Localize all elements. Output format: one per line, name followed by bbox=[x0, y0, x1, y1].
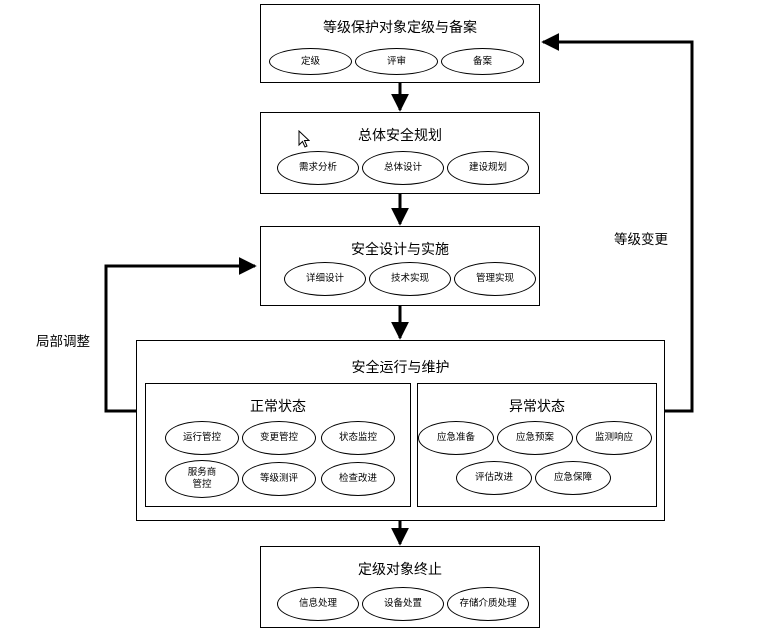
abnormal-state-item: 评估改进 bbox=[456, 461, 532, 495]
normal-state-item: 变更管控 bbox=[242, 421, 316, 455]
stage-implementation-item: 管理实现 bbox=[454, 262, 536, 296]
stage-planning-title: 总体安全规划 bbox=[358, 128, 442, 144]
stage-grading-item: 备案 bbox=[441, 48, 524, 75]
stage-termination-item: 信息处理 bbox=[277, 587, 359, 621]
normal-state-item: 运行管控 bbox=[165, 421, 239, 455]
stage-operation-box: 安全运行与维护 正常状态 运行管控 变更管控 状态监控 服务商 管控 等级测评 … bbox=[136, 340, 665, 521]
stage-grading-title: 等级保护对象定级与备案 bbox=[323, 20, 477, 36]
stage-implementation-item: 技术实现 bbox=[369, 262, 451, 296]
stage-grading-item: 定级 bbox=[269, 48, 352, 75]
arrow-left-loop bbox=[104, 257, 257, 413]
stage-planning-box: 总体安全规划 需求分析 总体设计 建设规划 bbox=[260, 112, 540, 194]
abnormal-state-title: 异常状态 bbox=[509, 399, 565, 415]
stage-planning-item: 需求分析 bbox=[277, 151, 359, 185]
normal-state-title: 正常状态 bbox=[250, 399, 306, 415]
mouse-cursor-icon bbox=[298, 130, 310, 148]
stage-planning-item: 建设规划 bbox=[447, 151, 529, 185]
right-loop-label: 等级变更 bbox=[614, 232, 668, 248]
stage-grading-box: 等级保护对象定级与备案 定级 评审 备案 bbox=[260, 4, 540, 83]
stage-termination-item: 存储介质处理 bbox=[447, 587, 529, 621]
stage-implementation-item: 详细设计 bbox=[284, 262, 366, 296]
stage-termination-item: 设备处置 bbox=[362, 587, 444, 621]
normal-state-box: 正常状态 运行管控 变更管控 状态监控 服务商 管控 等级测评 检查改进 bbox=[145, 383, 411, 507]
stage-grading-item: 评审 bbox=[355, 48, 438, 75]
abnormal-state-box: 异常状态 应急准备 应急预案 监测响应 评估改进 应急保障 bbox=[417, 383, 657, 507]
stage-implementation-box: 安全设计与实施 详细设计 技术实现 管理实现 bbox=[260, 226, 540, 306]
stage-termination-title: 定级对象终止 bbox=[358, 562, 442, 578]
abnormal-state-item: 应急准备 bbox=[418, 421, 494, 455]
stage-operation-title: 安全运行与维护 bbox=[351, 360, 450, 376]
stage-implementation-title: 安全设计与实施 bbox=[351, 242, 449, 258]
abnormal-state-item: 监测响应 bbox=[576, 421, 652, 455]
left-loop-label: 局部调整 bbox=[36, 334, 90, 350]
normal-state-item: 检查改进 bbox=[321, 462, 395, 496]
normal-state-item: 等级测评 bbox=[242, 462, 316, 496]
arrow-right-loop bbox=[541, 33, 694, 413]
abnormal-state-item: 应急保障 bbox=[535, 461, 611, 495]
normal-state-item: 服务商 管控 bbox=[165, 460, 239, 498]
abnormal-state-item: 应急预案 bbox=[497, 421, 573, 455]
stage-termination-box: 定级对象终止 信息处理 设备处置 存储介质处理 bbox=[260, 546, 540, 628]
normal-state-item: 状态监控 bbox=[321, 421, 395, 455]
stage-planning-item: 总体设计 bbox=[362, 151, 444, 185]
